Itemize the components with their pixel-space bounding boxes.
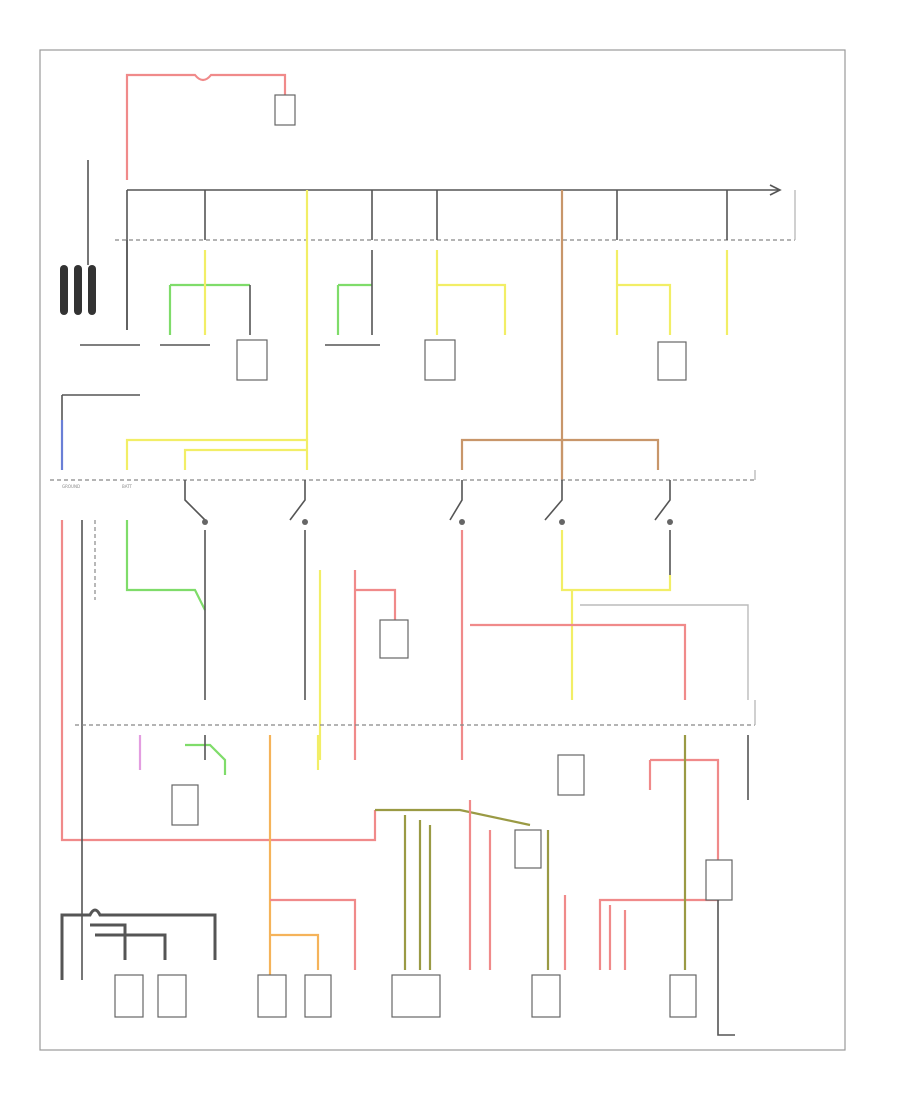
bottom-components	[60, 908, 697, 1018]
battery-label: BATT	[122, 484, 133, 489]
diagram-frame	[39, 49, 846, 1051]
battery-feed	[125, 73, 296, 180]
battery-fuse-box	[274, 94, 296, 126]
ground-label: GROUND	[62, 484, 80, 489]
module-box-6	[705, 859, 733, 901]
upper-components	[80, 240, 729, 381]
bottom-box-5	[391, 974, 441, 1018]
bottom-box-1	[114, 974, 144, 1018]
module-box-3	[171, 784, 199, 826]
switch-outputs	[60, 520, 749, 980]
main-power-bus	[115, 184, 796, 241]
module-box-5	[557, 754, 585, 796]
ignition-feed	[50, 438, 756, 481]
bottom-box-6	[531, 974, 561, 1018]
bottom-box-4	[304, 974, 332, 1018]
bottom-box-2	[157, 974, 187, 1018]
relay-box-2	[379, 619, 409, 659]
module-box-4	[514, 829, 542, 869]
module-box-2	[657, 341, 687, 381]
lower-bus	[75, 700, 756, 726]
ground-coils	[60, 160, 96, 315]
bottom-box-7	[669, 974, 697, 1018]
module-box-1	[424, 339, 456, 381]
fuse-drops	[126, 190, 728, 480]
ground-wire	[60, 394, 140, 470]
ignition-switches	[184, 480, 673, 525]
relay-box-1	[236, 339, 268, 381]
tiny-labels: GROUND BATT	[62, 484, 133, 489]
lower-components	[138, 735, 749, 1036]
bottom-box-3	[257, 974, 287, 1018]
